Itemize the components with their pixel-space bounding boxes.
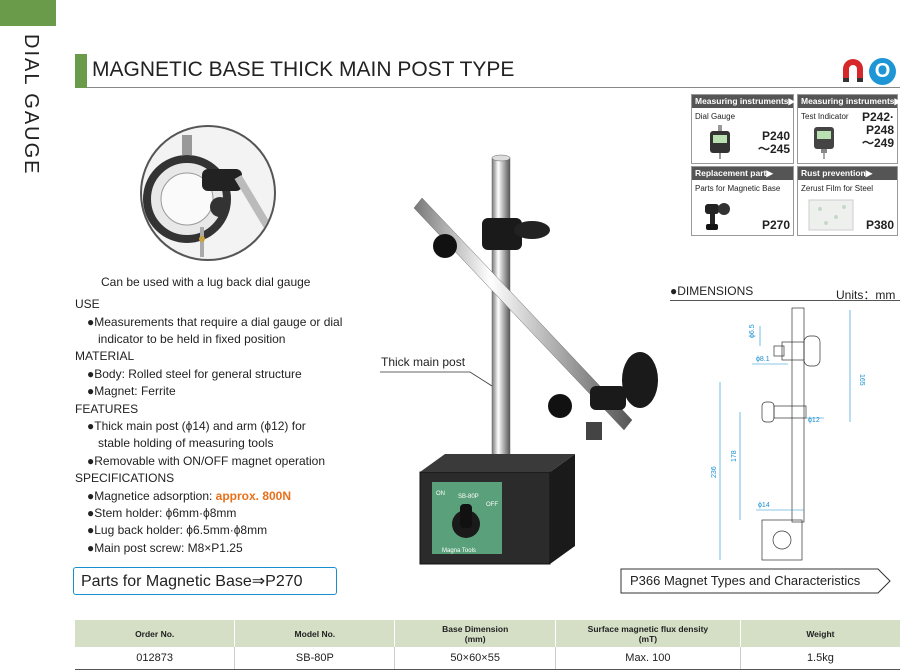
test-indicator-icon [814, 127, 834, 159]
detail-caption: Can be used with a lug back dial gauge [101, 275, 311, 289]
dial-gauge-icon [710, 125, 730, 159]
specifications-heading: SPECIFICATIONS [75, 471, 175, 485]
header-model-no: Model No. [234, 620, 395, 647]
features-line: ●Removable with ON/OFF magnet operation [87, 454, 326, 468]
base-on-text: ON [436, 491, 445, 497]
material-body: ●Body: Rolled steel for general structur… [87, 367, 302, 381]
header-weight: Weight [739, 620, 900, 647]
detail-lug-back-image [140, 125, 276, 261]
dim-label: ϕ6.5 [749, 324, 756, 338]
reference-description: Parts for Magnetic Base [695, 184, 781, 193]
dim-label: ϕ8.1 [756, 356, 770, 363]
parts-link[interactable]: Parts for Magnetic Base⇒P270 [73, 567, 337, 595]
cell-weight: 1.5kg [739, 647, 900, 670]
reference-header: Rust prevention▶ [798, 167, 897, 180]
dim-label: 236 [711, 466, 718, 478]
title-accent-bar [75, 54, 87, 88]
product-image: SB-80P ON OFF Magna Tools [413, 154, 658, 565]
dimensions-title: ●DIMENSIONS [670, 284, 754, 298]
title-underline [87, 87, 900, 88]
reference-rust-prevention[interactable]: Rust prevention▶ Zerust Film for Steel P… [797, 166, 898, 236]
use-line: ●Measurements that require a dial gauge … [87, 315, 343, 329]
reference-page: P380 [865, 218, 894, 232]
dimension-drawing: ϕ6.5 ϕ8.1 165 ϕ12 178 236 ϕ14 [711, 307, 865, 561]
features-line: stable holding of measuring tools [98, 436, 274, 450]
reference-description: Dial Gauge [695, 112, 736, 121]
use-line: indicator to be held in fixed position [98, 332, 286, 346]
dim-label: ϕ12 [808, 417, 820, 424]
section-vertical-label: DIAL GAUGE [20, 34, 42, 176]
lug-holder-spec: ●Lug back holder: ϕ6.5mm·ϕ8mm [87, 523, 268, 537]
adsorption-value: approx. 800N [215, 489, 292, 503]
magnet-types-link[interactable]: P366 Magnet Types and Characteristics [630, 573, 861, 588]
header-order-no: Order No. [75, 620, 235, 647]
reference-header: Replacement part▶ [692, 167, 793, 180]
callout-line [380, 371, 493, 387]
material-magnet: ●Magnet: Ferrite [87, 384, 176, 398]
cell-base-dimension: 50×60×55 [394, 647, 556, 670]
reference-page: ～245 [757, 142, 790, 156]
features-heading: FEATURES [75, 402, 139, 416]
header-base-dimension: Base Dimension (mm) [394, 620, 556, 647]
section-tab [0, 0, 56, 26]
reference-header: Measuring instruments▶ [692, 95, 795, 108]
reference-header: Measuring instruments▶ [798, 95, 900, 108]
adsorption-spec: ●Magnetice adsorption: approx. 800N [87, 489, 291, 504]
reference-description: Test Indicator [801, 112, 849, 121]
page-title: MAGNETIC BASE THICK MAIN POST TYPE [92, 58, 515, 81]
dim-label: 178 [731, 450, 738, 462]
reference-page: P270 [761, 218, 790, 232]
reference-description: Zerust Film for Steel [801, 184, 874, 193]
reference-page: P240 [761, 129, 790, 143]
reference-page: P248 [865, 123, 894, 137]
table-row: 012873 SB-80P 50×60×55 Max. 100 1.5kg [75, 647, 900, 670]
magnet-icon [843, 59, 863, 82]
base-brand-text: Magna Tools [442, 548, 476, 554]
stem-holder-spec: ●Stem holder: ϕ6mm·ϕ8mm [87, 506, 237, 520]
header-flux-density: Surface magnetic flux density (mT) [555, 620, 741, 647]
rust-film-icon [808, 199, 854, 231]
base-off-text: OFF [486, 502, 498, 508]
dimensions-units: Units：mm [836, 288, 896, 302]
spec-table: Order No. Model No. Base Dimension (mm) … [75, 620, 900, 670]
dimensions-rule [670, 300, 900, 301]
cell-flux-density: Max. 100 [555, 647, 741, 670]
reference-replacement-part[interactable]: Replacement part▶ Parts for Magnetic Bas… [691, 166, 794, 236]
cell-order-no: 012873 [75, 647, 235, 670]
use-heading: USE [75, 297, 100, 311]
holder-part-icon [705, 203, 730, 230]
thick-main-post-callout: Thick main post [381, 355, 466, 369]
table-header-row: Order No. Model No. Base Dimension (mm) … [75, 620, 900, 647]
reference-page: P242· [861, 110, 894, 124]
reference-page: ～249 [861, 136, 894, 150]
post-screw-spec: ●Main post screw: M8×P1.25 [87, 541, 243, 555]
features-line: ●Thick main post (ϕ14) and arm (ϕ12) for [87, 419, 306, 433]
adsorption-label: ●Magnetice adsorption: [87, 489, 216, 503]
on-off-icon: O [869, 58, 896, 85]
dim-label: 165 [858, 374, 865, 386]
dim-label: ϕ14 [758, 502, 770, 509]
base-model-text: SB-80P [458, 494, 479, 500]
cell-model-no: SB-80P [234, 647, 395, 670]
reference-test-indicator[interactable]: Measuring instruments▶ Test Indicator P2… [797, 94, 900, 164]
material-heading: MATERIAL [75, 349, 135, 363]
reference-dial-gauge[interactable]: Measuring instruments▶ Dial Gauge P240 ～… [691, 94, 795, 164]
magnet-types-arrow-frame [620, 568, 891, 594]
